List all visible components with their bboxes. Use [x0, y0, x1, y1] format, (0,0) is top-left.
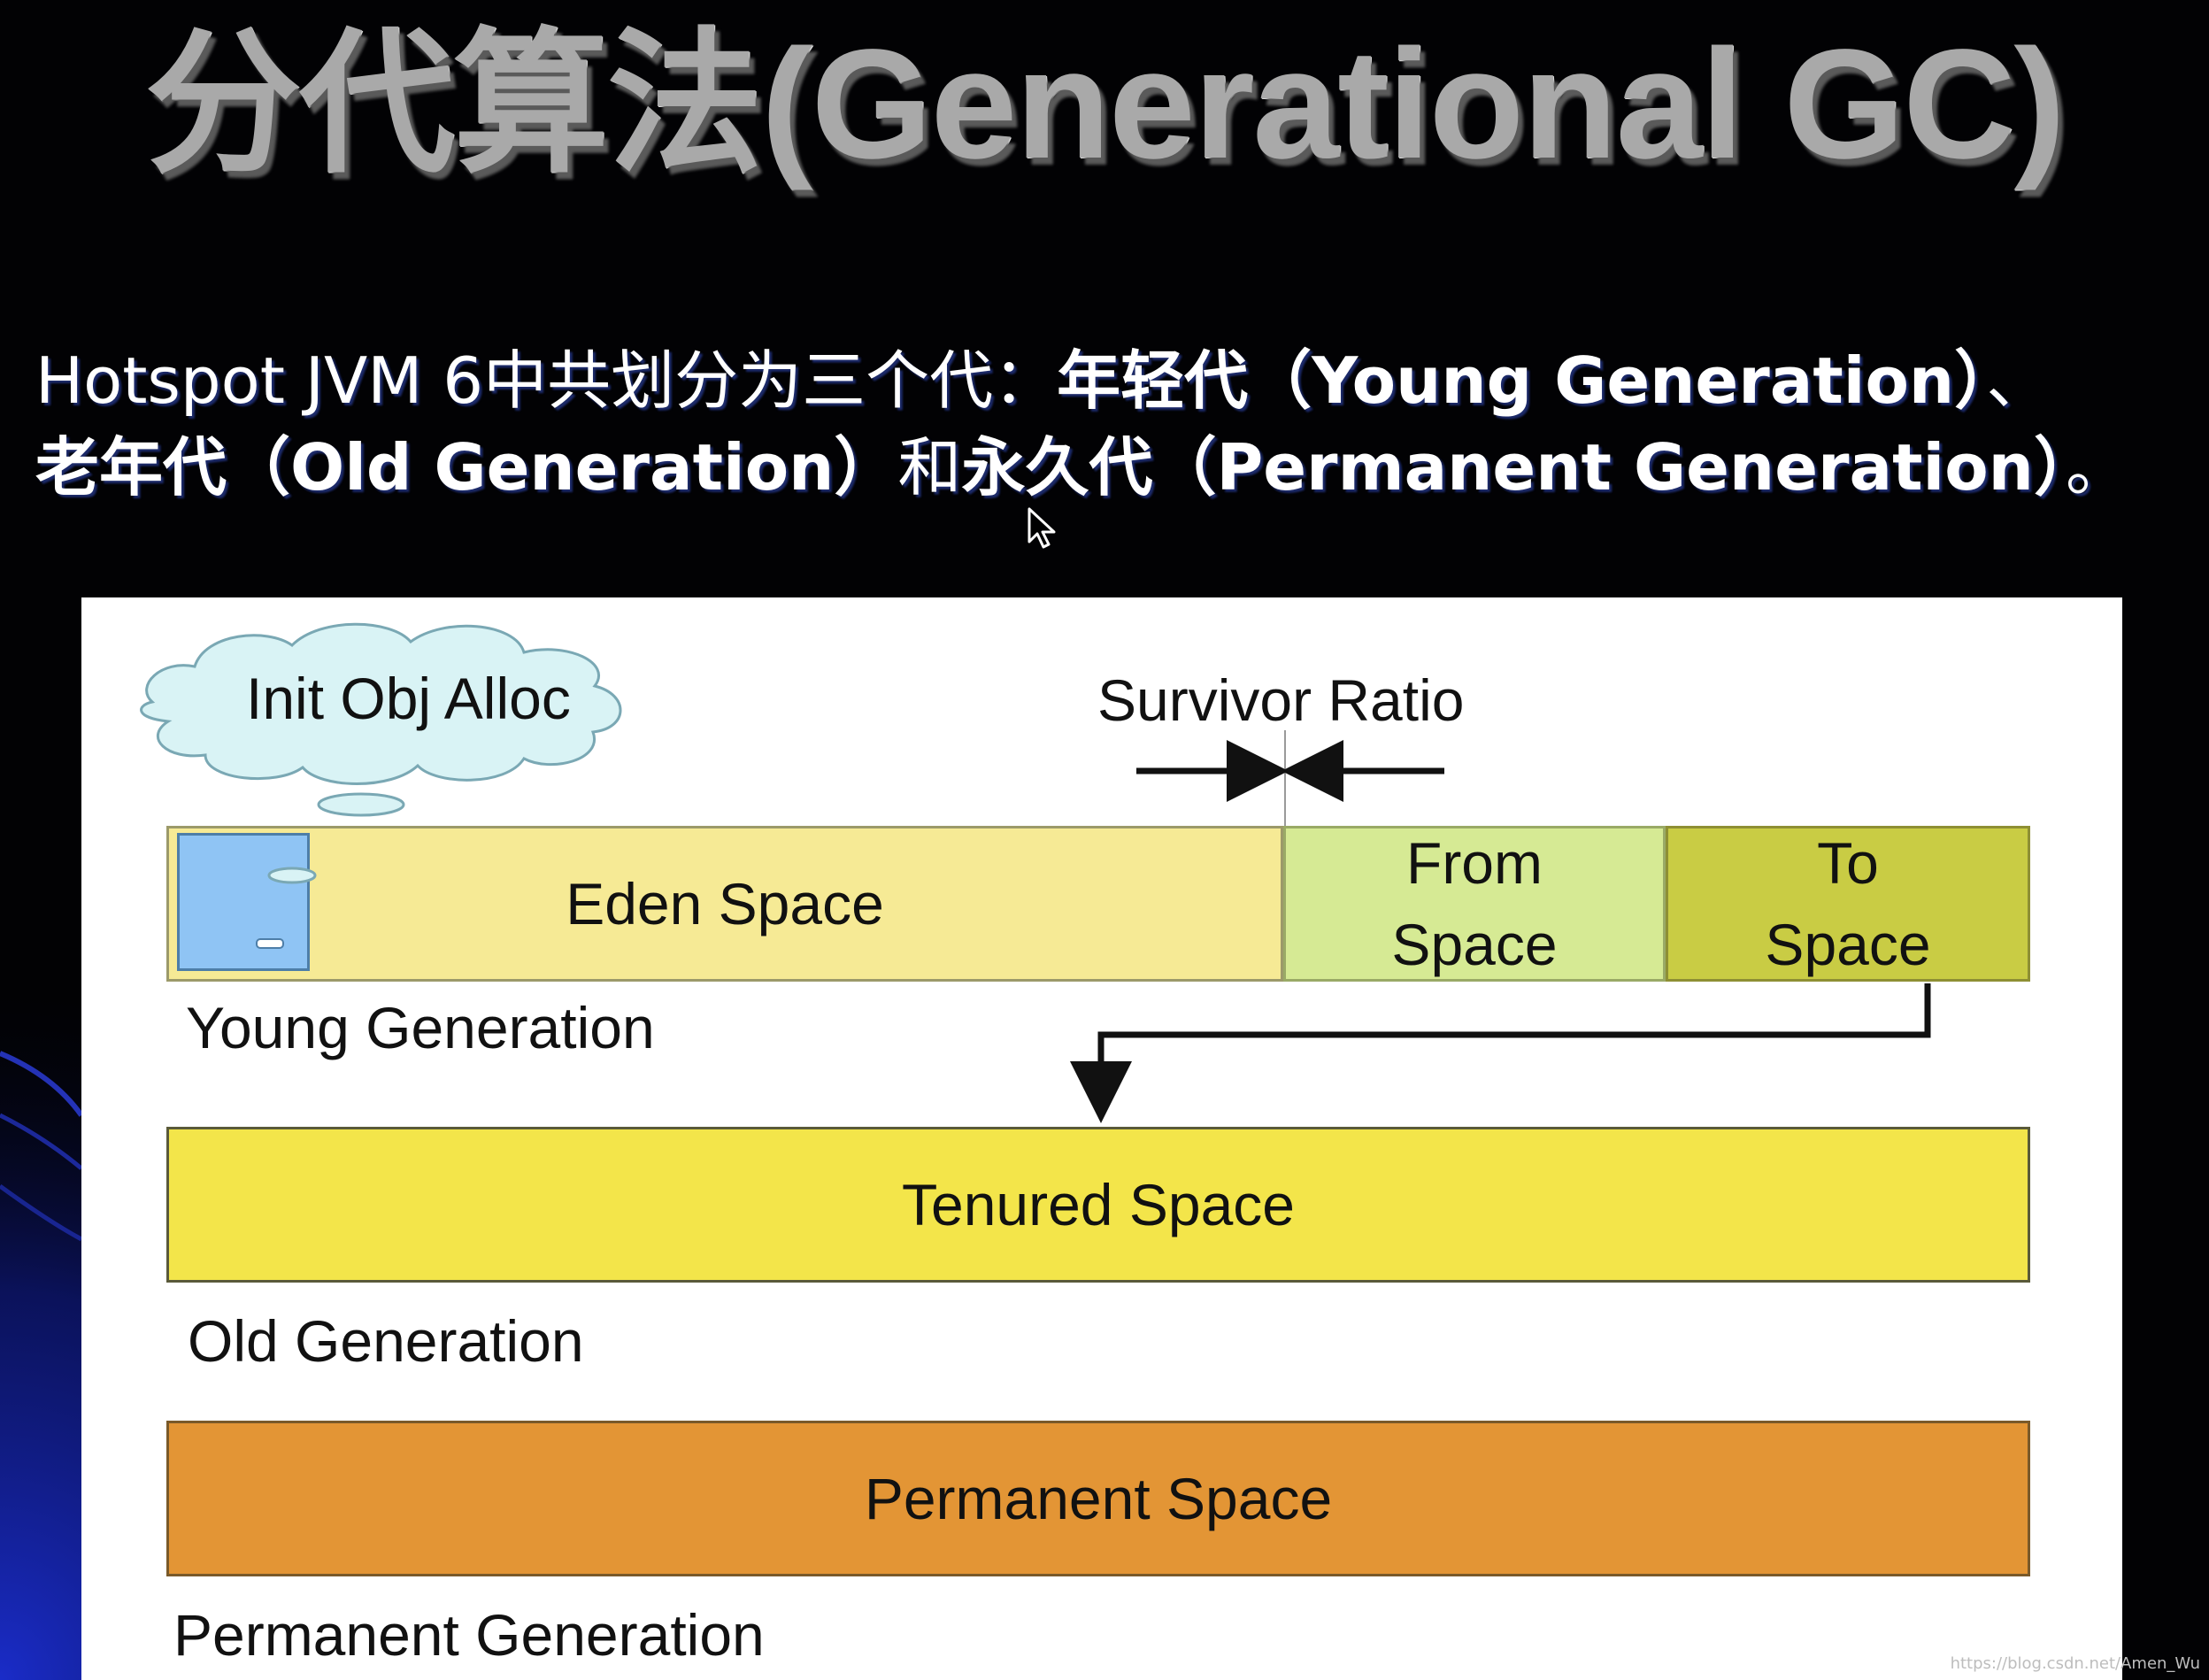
- young-generation-term: 年轻代（Young Generation）: [1057, 343, 1987, 418]
- watermark: https://blog.csdn.net/Amen_Wu: [1950, 1654, 2200, 1673]
- to-space: To Space: [1666, 826, 2030, 982]
- survivor-ratio-label: Survivor Ratio: [1097, 667, 1465, 733]
- eden-space-label: Eden Space: [566, 871, 884, 936]
- from-space-label-line-2: Space: [1391, 912, 1558, 977]
- from-space-label-line-1: From: [1406, 830, 1543, 896]
- permanent-generation-label: Permanent Generation: [173, 1602, 765, 1668]
- subtitle-line-1: Hotspot JVM 6中共划分为三个代：年轻代（Young Generati…: [35, 336, 2195, 425]
- allocated-object-block: [177, 833, 310, 971]
- generational-heap-diagram: Init Obj Alloc Survivor Ratio Eden Space…: [81, 597, 2122, 1680]
- subtitle-line-2-tail: 。: [2065, 430, 2129, 505]
- tenured-space: Tenured Space: [166, 1127, 2030, 1283]
- mouse-cursor-icon: [1028, 507, 1056, 549]
- tenured-space-label: Tenured Space: [902, 1172, 1295, 1237]
- subtitle-line-1-plain: Hotspot JVM 6中共划分为三个代：: [35, 343, 1058, 418]
- old-generation-label: Old Generation: [188, 1308, 584, 1374]
- from-space: From Space: [1283, 826, 1666, 982]
- old-generation-term: 老年代（Old Generation）: [35, 430, 898, 505]
- eden-space: Eden Space: [166, 826, 1283, 982]
- permanent-space: Permanent Space: [166, 1421, 2030, 1576]
- init-obj-alloc-label: Init Obj Alloc: [246, 666, 571, 731]
- to-space-label-line-1: To: [1817, 830, 1879, 896]
- subtitle-line-1-tail: 、: [1986, 343, 2051, 418]
- subtitle-line-2: 老年代（Old Generation）和永久代（Permanent Genera…: [35, 423, 2195, 512]
- slide-title: 分代算法(Generational GC): [145, 18, 2066, 191]
- permanent-space-label: Permanent Space: [864, 1466, 1333, 1531]
- to-space-label-line-2: Space: [1765, 912, 1931, 977]
- promotion-arrow: [1070, 983, 1931, 1123]
- permanent-generation-term: 永久代（Permanent Generation）: [961, 430, 2066, 505]
- subtitle-line-2-mid: 和: [897, 430, 962, 505]
- young-generation-label: Young Generation: [186, 995, 655, 1060]
